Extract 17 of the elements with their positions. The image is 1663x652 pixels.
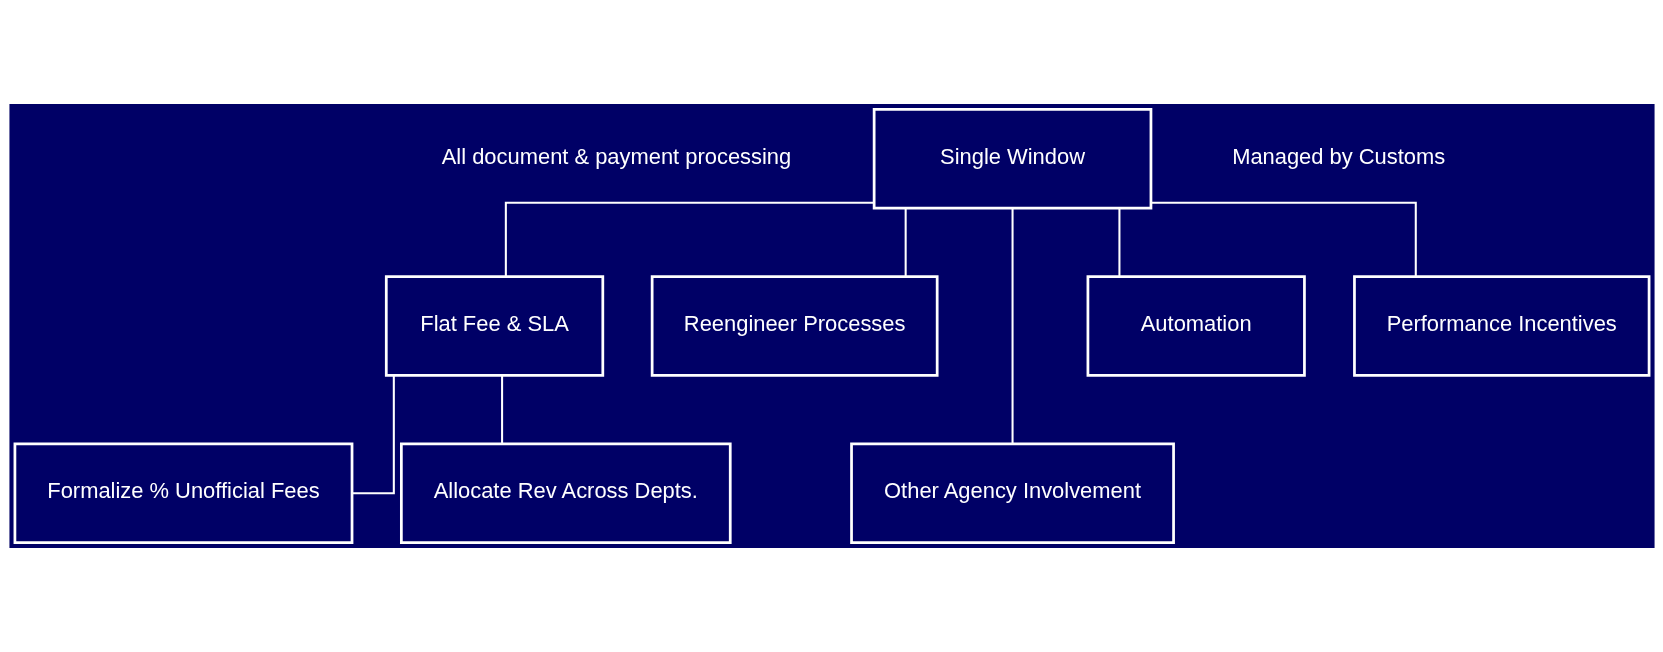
- node-box: Performance Incentives: [1352, 275, 1650, 377]
- connector: [1117, 208, 1120, 277]
- connector: [500, 375, 503, 444]
- node-box: Reengineer Processes: [650, 275, 939, 377]
- node-label: Managed by Customs: [1231, 144, 1445, 170]
- node-box: Other Agency Involvement: [849, 442, 1175, 544]
- connector: [504, 201, 874, 277]
- node-box: Single Window: [872, 108, 1152, 210]
- connector: [1011, 208, 1014, 444]
- connector: [351, 375, 395, 495]
- connector: [1150, 201, 1417, 277]
- node-label: All document & payment processing: [441, 144, 791, 170]
- node-box: Formalize % Unofficial Fees: [13, 442, 353, 544]
- node-box: Flat Fee & SLA: [384, 275, 604, 377]
- node-box: Allocate Rev Across Depts.: [399, 442, 732, 544]
- node-box: Automation: [1086, 275, 1306, 377]
- connector: [904, 208, 907, 277]
